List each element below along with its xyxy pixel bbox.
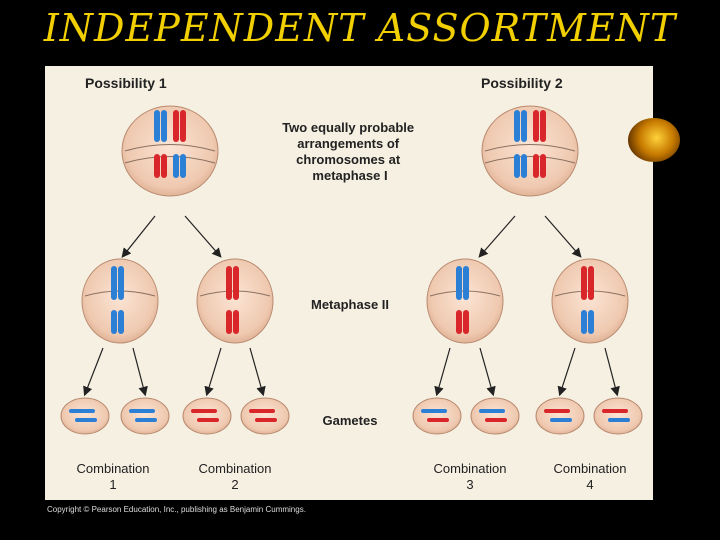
gamete-2b [240,397,290,435]
copyright-text: Copyright © Pearson Education, Inc., pub… [47,505,306,514]
arrows-meiosis-2 [83,347,620,397]
gametes-row [60,397,643,435]
center-label-line-3: chromosomes at [296,152,401,167]
gamete-4b [593,397,643,435]
metaphase-2-cell-1 [81,258,159,344]
slide-title: INDEPENDENT ASSORTMENT [43,6,677,50]
center-label-line-4: metaphase I [312,168,387,183]
metaphase-2-label: Metaphase II [311,297,389,312]
gamete-1a [60,397,110,435]
arrows-meiosis-1 [121,215,582,258]
gamete-1b [120,397,170,435]
metaphase-1-cell-right [481,105,579,197]
metaphase-2-cell-2 [196,258,274,344]
gamete-4a [535,397,585,435]
gamete-3a [412,397,462,435]
possibility-2-label: Possibility 2 [481,75,563,91]
metaphase-1-cell-left [121,105,219,197]
gametes-label: Gametes [323,413,378,428]
center-label: Two equally probable arrangements of chr… [282,120,418,183]
possibility-1-label: Possibility 1 [85,75,167,91]
metaphase-2-cell-4 [551,258,629,344]
metaphase-2-cell-3 [426,258,504,344]
gamete-2a [182,397,232,435]
center-label-line-2: arrangements of [297,136,400,151]
decorative-orb [628,118,680,162]
meiosis-diagram: Possibility 1 Possibility 2 Two equally … [60,75,643,492]
gamete-3b [470,397,520,435]
center-label-line-1: Two equally probable [282,120,414,135]
diagram-panel: Possibility 1 Possibility 2 Two equally … [45,66,653,500]
